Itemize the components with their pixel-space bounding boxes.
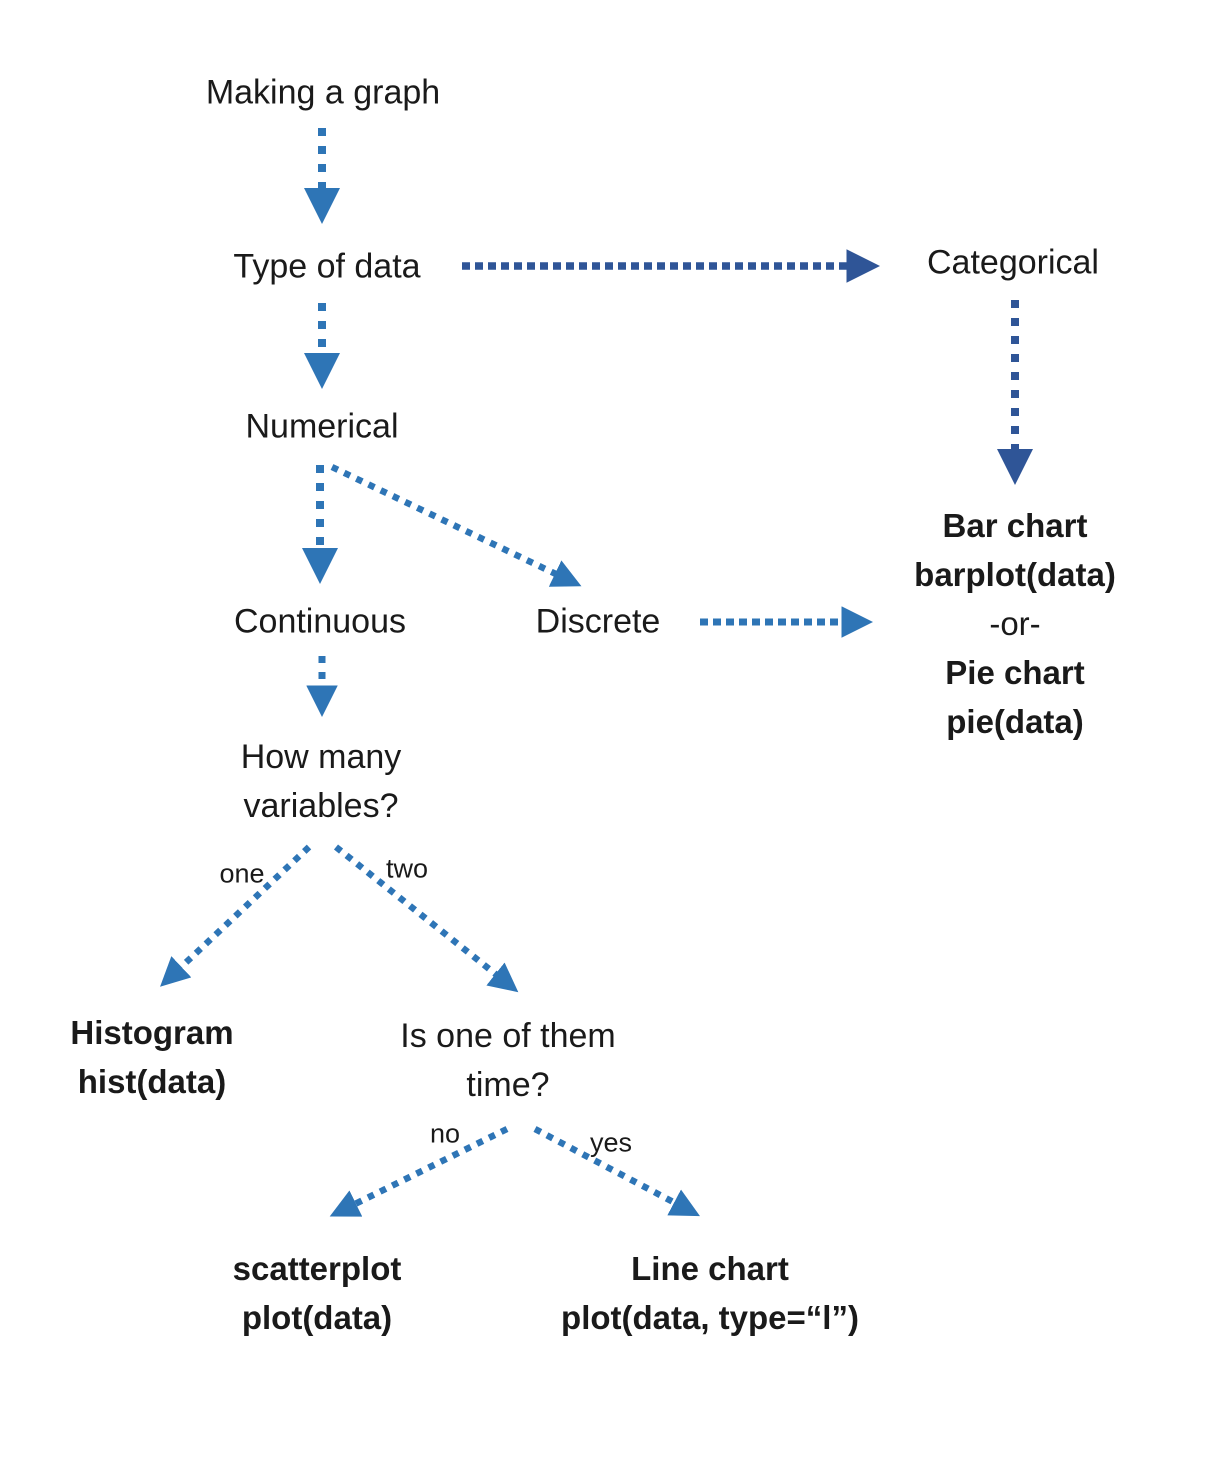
node-making-a-graph: Making a graph <box>205 73 441 112</box>
node-type-of-data: Type of data <box>233 247 421 286</box>
histogram-code: hist(data) <box>77 1063 227 1100</box>
is-time-line1: Is one of them <box>400 1017 616 1055</box>
histogram-title: Histogram <box>70 1014 234 1051</box>
or-separator: -or- <box>989 605 1041 642</box>
node-bar-or-pie: Bar chart barplot(data) -or- Pie chart p… <box>914 501 1116 746</box>
edge-label-yes: yes <box>589 1127 633 1158</box>
scatterplot-title: scatterplot <box>232 1250 402 1287</box>
edge-label-no: no <box>429 1118 461 1149</box>
how-many-line1: How many <box>240 738 402 776</box>
bar-chart-code: barplot(data) <box>914 556 1116 593</box>
node-discrete: Discrete <box>535 602 661 641</box>
pie-chart-title: Pie chart <box>945 654 1085 691</box>
node-histogram: Histogram hist(data) <box>70 1008 233 1106</box>
is-time-line2: time? <box>466 1066 550 1104</box>
node-line-chart: Line chart plot(data, type=“l”) <box>561 1244 859 1342</box>
edge-label-one: one <box>219 858 265 889</box>
node-how-many-variables: How many variables? <box>241 733 402 831</box>
arrow-numerical-to-discrete <box>330 464 582 587</box>
node-scatterplot: scatterplot plot(data) <box>233 1244 402 1342</box>
scatterplot-code: plot(data) <box>241 1299 393 1336</box>
line-chart-code: plot(data, type=“l”) <box>561 1299 859 1336</box>
arrow-is-time-no-to-scatterplot <box>329 1126 509 1217</box>
node-numerical: Numerical <box>245 407 399 446</box>
node-continuous: Continuous <box>233 602 407 641</box>
node-is-one-of-them-time: Is one of them time? <box>400 1012 615 1110</box>
how-many-line2: variables? <box>243 787 399 825</box>
edge-label-two: two <box>385 853 429 884</box>
line-chart-title: Line chart <box>631 1250 789 1287</box>
node-categorical: Categorical <box>927 243 1099 282</box>
pie-chart-code: pie(data) <box>946 703 1084 740</box>
bar-chart-title: Bar chart <box>942 507 1088 544</box>
arrow-how-many-one-to-histogram <box>160 844 312 987</box>
